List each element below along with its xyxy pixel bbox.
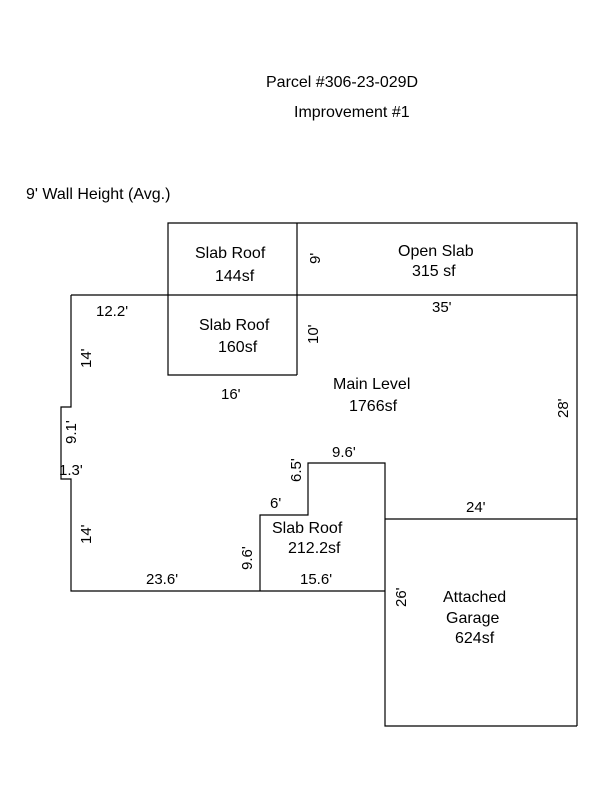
improvement-label: Improvement #1 — [294, 104, 410, 121]
parcel-number: Parcel #306-23-029D — [266, 74, 418, 91]
main-level-left-wall — [60, 295, 260, 592]
open-slab-area: 315 sf — [412, 263, 456, 280]
slab-roof-mid-name: Slab Roof — [199, 317, 270, 334]
slab-roof-mid-outline — [167, 295, 297, 376]
dim-14-bottom: 14' — [78, 524, 95, 544]
garage-area: 624sf — [455, 630, 495, 647]
slab-roof-mid-area: 160sf — [218, 339, 258, 356]
dim-9: 9' — [307, 253, 324, 264]
dim-23-6: 23.6' — [146, 571, 178, 588]
dim-35: 35' — [432, 299, 452, 316]
slab-roof-top-area: 144sf — [215, 268, 255, 285]
dim-10: 10' — [305, 324, 322, 344]
wall-height-note: 9' Wall Height (Avg.) — [26, 186, 170, 203]
dim-6: 6' — [270, 495, 281, 512]
garage-name-line2: Garage — [446, 610, 499, 627]
garage-name-line1: Attached — [443, 589, 506, 606]
dim-14-top: 14' — [78, 348, 95, 368]
slab-roof-top-name: Slab Roof — [195, 245, 266, 262]
dim-26: 26' — [393, 587, 410, 607]
dim-16: 16' — [221, 386, 241, 403]
main-level-name: Main Level — [333, 376, 410, 393]
dim-9-6-left: 9.6' — [239, 546, 256, 570]
slab-roof-low-name: Slab Roof — [272, 520, 343, 537]
dim-1-3: 1.3' — [59, 462, 83, 479]
dim-6-5: 6.5' — [288, 458, 305, 482]
dim-12-2: 12.2' — [96, 303, 128, 320]
dim-9-6-top: 9.6' — [332, 444, 356, 461]
walls — [60, 222, 578, 727]
dim-15-6: 15.6' — [300, 571, 332, 588]
dim-24: 24' — [466, 499, 486, 516]
dim-28: 28' — [555, 398, 572, 418]
slab-roof-low-area: 212.2sf — [288, 540, 341, 557]
top-strip-outline — [167, 222, 578, 295]
slab-roof-low-outline — [259, 462, 577, 727]
open-slab-name: Open Slab — [398, 243, 474, 260]
dim-9-1: 9.1' — [63, 420, 80, 444]
main-level-area: 1766sf — [349, 398, 398, 415]
